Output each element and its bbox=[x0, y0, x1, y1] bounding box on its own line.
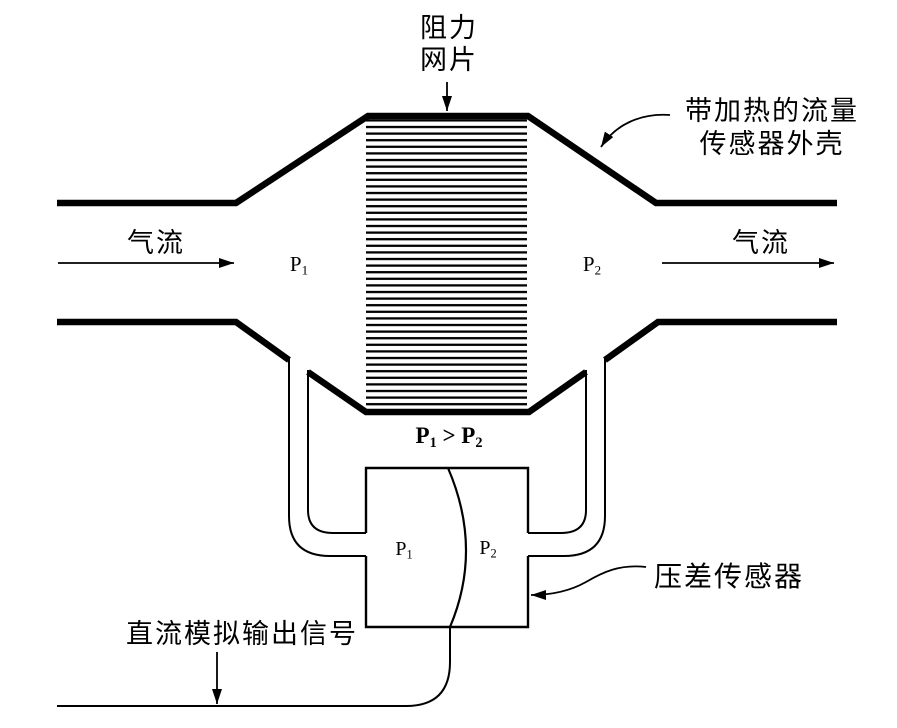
pressure-p2-label: P2 bbox=[583, 252, 601, 279]
heated-housing-label-line2: 传感器外壳 bbox=[699, 129, 845, 159]
dp-sensor-label: 压差传感器 bbox=[654, 562, 805, 593]
pressure-p2-base: P bbox=[582, 252, 595, 276]
airflow-label-right: 气流 bbox=[732, 228, 790, 258]
resistance-screen-hatch bbox=[366, 119, 527, 412]
sensor-box-lower bbox=[364, 556, 530, 629]
sensor-p2-base: P bbox=[479, 537, 491, 559]
housing-pointer-arrow bbox=[600, 113, 671, 148]
sensor-box-upper bbox=[364, 466, 530, 533]
pressure-p1-base: P bbox=[289, 252, 302, 276]
pressure-tube-right-outer bbox=[528, 357, 606, 557]
sensor-p2-subscript: 2 bbox=[490, 546, 497, 561]
housing-wall-bottom-left bbox=[57, 318, 291, 363]
heated-housing-label-line1: 带加热的流量 bbox=[685, 96, 859, 126]
sensor-p1-subscript: 1 bbox=[406, 547, 413, 562]
diaphragm-curve bbox=[446, 467, 468, 628]
heated-housing-label: 带加热的流量 传感器外壳 bbox=[685, 95, 859, 161]
sensor-p1-base: P bbox=[395, 538, 407, 560]
housing-wall-top bbox=[57, 112, 837, 207]
housing-wall-bottom-center bbox=[306, 369, 588, 416]
dp-sensor-pointer-arrow bbox=[530, 565, 647, 600]
pressure-tube-right-inner bbox=[528, 370, 587, 534]
relation-left-subscript: 1 bbox=[429, 434, 437, 451]
sensor-p2-label: P2 bbox=[479, 537, 496, 561]
relation-right-base: P bbox=[461, 423, 476, 448]
resistance-screen-label: 阻力 网片 bbox=[420, 12, 478, 76]
pressure-p1-label: P1 bbox=[290, 252, 308, 279]
pressure-relation-label: P1 > P2 bbox=[416, 423, 483, 452]
relation-operator: > bbox=[436, 423, 462, 448]
relation-right-subscript: 2 bbox=[475, 434, 483, 451]
pressure-p2-subscript: 2 bbox=[594, 262, 602, 278]
resistance-screen-label-line1: 阻力 bbox=[420, 13, 478, 43]
pressure-tube-left-inner bbox=[307, 370, 366, 534]
airflow-label-left: 气流 bbox=[127, 228, 185, 258]
dc-output-label: 直流模拟输出信号 bbox=[126, 619, 358, 649]
pressure-p1-subscript: 1 bbox=[301, 262, 309, 278]
output-signal-line bbox=[57, 627, 451, 707]
resistance-screen-label-line2: 网片 bbox=[420, 45, 478, 75]
housing-wall-bottom-right bbox=[603, 318, 837, 363]
sensor-p1-label: P1 bbox=[395, 538, 412, 562]
relation-left-base: P bbox=[415, 423, 430, 448]
pressure-tube-left-outer bbox=[288, 357, 366, 557]
